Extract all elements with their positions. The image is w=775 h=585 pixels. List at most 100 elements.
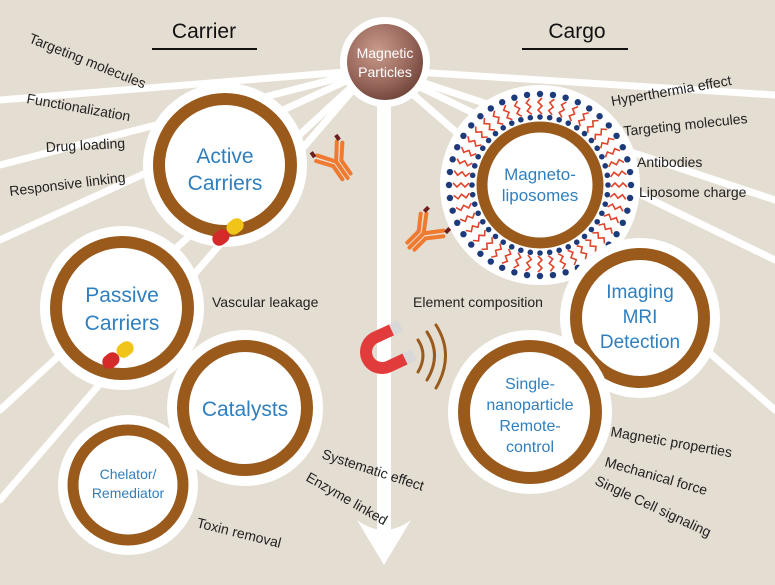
label-liposome-charge: Liposome charge — [639, 184, 747, 200]
lipid-head-outer — [446, 194, 454, 202]
lipid-head-outer — [627, 181, 635, 189]
lipid-tail — [453, 170, 471, 178]
label-drug-loading: Drug loading — [45, 135, 125, 155]
lipid-head-inner — [581, 130, 588, 137]
lipid-tail — [547, 98, 555, 116]
lipid-head-inner — [475, 153, 481, 160]
label-vascular-leakage: Vascular leakage — [212, 294, 319, 310]
lipid-head-outer — [619, 219, 626, 227]
lipid-head-outer — [549, 271, 557, 279]
imaging-line3: Detection — [600, 332, 680, 353]
circle-magneto-liposomes: Magneto- liposomes — [440, 85, 640, 285]
lipid-tail — [472, 229, 486, 242]
center-line1: Magnetic — [357, 45, 414, 61]
lipid-head-inner — [500, 239, 507, 246]
lipid-head-inner — [469, 191, 476, 198]
center-line2: Particles — [358, 64, 412, 80]
lipid-head-outer — [477, 113, 484, 120]
header-carrier: Carrier — [172, 20, 236, 43]
lipid-head-outer — [562, 94, 569, 101]
lipid-head-inner — [537, 250, 543, 256]
lipid-head-inner — [565, 120, 572, 126]
lipid-tail — [547, 254, 555, 272]
single-line1: Single- — [505, 376, 555, 393]
lipid-head-outer — [446, 168, 454, 176]
lipid-head-outer — [460, 132, 467, 140]
active-line2: Carriers — [188, 172, 263, 195]
lipid-head-inner — [475, 210, 481, 217]
passive-line1: Passive — [85, 284, 159, 307]
lipid-head-inner — [469, 172, 476, 179]
lipid-tail — [536, 97, 544, 115]
magnetic-sphere-icon: Magnetic Particles — [340, 17, 430, 107]
lipid-tail — [603, 213, 620, 224]
lipid-tail — [513, 100, 523, 118]
lipid-tail — [598, 222, 613, 234]
lipid-head-outer — [626, 194, 634, 202]
lipid-tail — [492, 110, 504, 125]
single-line2: nanoparticle — [486, 397, 573, 414]
lipid-head-inner — [604, 172, 611, 179]
lipid-head-outer — [549, 91, 557, 99]
lipid-tail — [456, 158, 473, 167]
lipid-tail — [453, 192, 471, 200]
lipid-head-outer — [511, 94, 518, 101]
lipid-head-outer — [626, 168, 634, 176]
circle-active-carriers: Active Carriers — [143, 83, 307, 247]
lipid-head-inner — [588, 226, 595, 233]
lipid-head-outer — [511, 269, 518, 276]
active-line1: Active — [196, 145, 253, 168]
lipid-head-inner — [485, 137, 492, 144]
lipid-head-inner — [485, 226, 492, 233]
lipid-head-inner — [573, 124, 580, 131]
lipid-head-outer — [523, 91, 531, 99]
lipid-head-inner — [500, 124, 507, 131]
lipid-tail — [502, 104, 513, 121]
lipid-head-inner — [527, 114, 534, 121]
lipid-tail — [460, 146, 477, 157]
lipid-tail — [491, 243, 503, 258]
antibody-icon — [405, 205, 452, 252]
lipid-head-outer — [449, 207, 456, 214]
lipid-head-outer — [487, 105, 495, 112]
lipid-tail — [592, 231, 606, 244]
lipid-head-outer — [460, 230, 467, 238]
lipid-head-inner — [537, 114, 543, 120]
pill-capsule-icon — [212, 218, 244, 246]
lipid-tail — [568, 105, 579, 122]
lipid-head-outer — [477, 250, 484, 257]
lipid-tail — [600, 137, 615, 149]
lipid-head-inner — [479, 218, 486, 225]
lipid-tail — [459, 212, 476, 223]
lipid-head-outer — [605, 122, 612, 129]
lipid-head-inner — [588, 137, 595, 144]
lipid-head-outer — [468, 122, 475, 129]
lipid-head-outer — [487, 258, 495, 265]
lipid-head-outer — [596, 113, 603, 120]
lipid-tail — [467, 136, 482, 148]
lipid-tail — [610, 181, 628, 189]
lipid-head-inner — [581, 233, 588, 240]
label-antibodies: Antibodies — [637, 154, 702, 170]
lipid-head-inner — [605, 182, 611, 188]
lipid-tail — [557, 252, 567, 270]
lipid-head-inner — [479, 145, 486, 152]
lipid-tail — [594, 128, 608, 141]
circle-single-nanoparticle: Single- nanoparticle Remote- control — [448, 330, 612, 494]
magnetic-wave-icon — [416, 323, 447, 390]
circle-imaging: Imaging MRI Detection — [560, 238, 720, 398]
lipid-tail — [483, 117, 496, 131]
single-line3: Remote- — [499, 418, 560, 435]
lipid-head-inner — [508, 120, 515, 126]
lipid-head-inner — [469, 182, 475, 188]
magneto-line2: liposomes — [502, 186, 579, 205]
lipid-head-inner — [565, 244, 572, 250]
circle-chelator: Chelator/ Remediator — [58, 415, 198, 555]
lipid-head-inner — [518, 247, 524, 254]
lipid-head-outer — [536, 90, 544, 98]
lipid-head-inner — [546, 114, 553, 121]
chelator-line1: Chelator/ — [100, 466, 157, 482]
lipid-head-inner — [573, 239, 580, 246]
imaging-line1: Imaging — [606, 282, 674, 303]
